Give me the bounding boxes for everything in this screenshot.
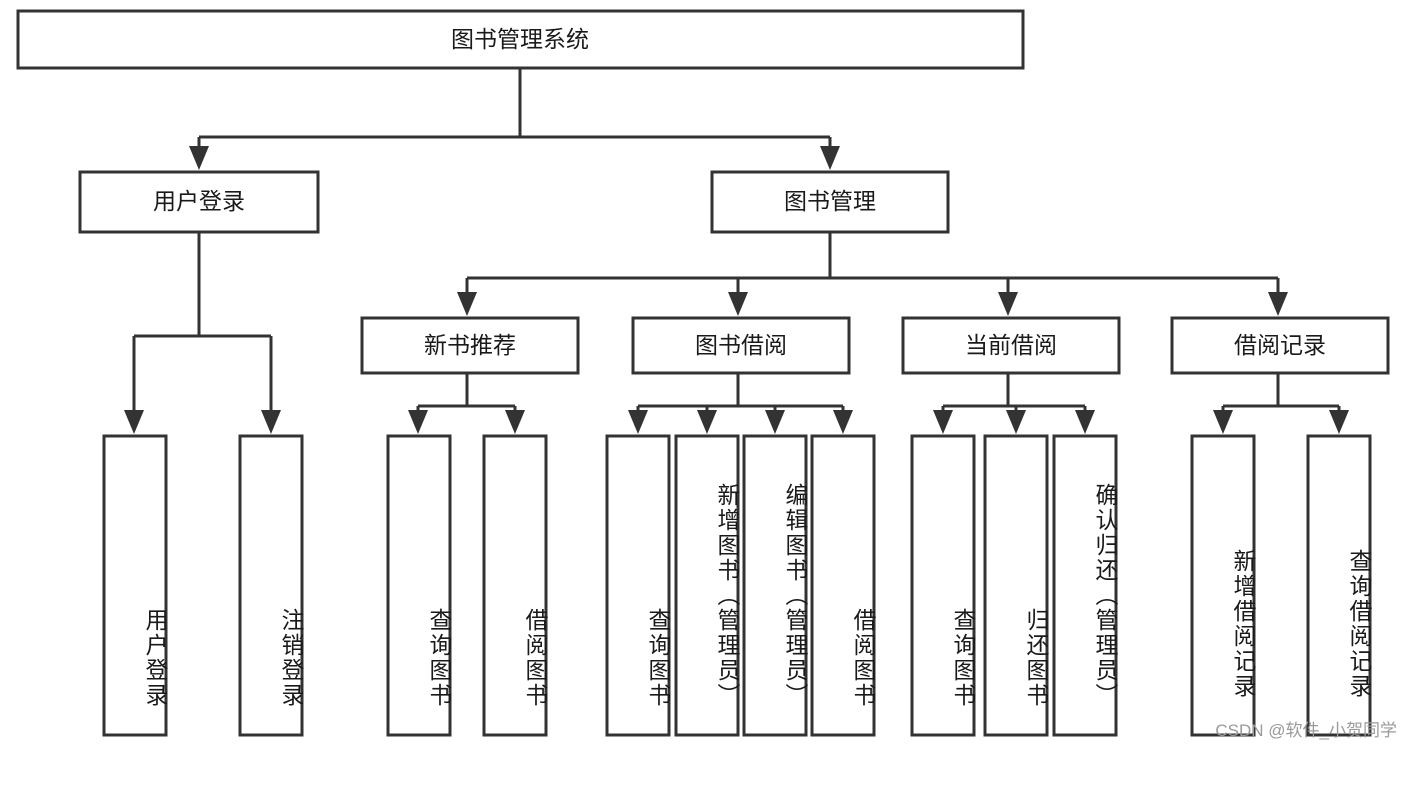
- arrow-borrow-record-leaf-2: [1329, 410, 1349, 434]
- flowchart-svg: 图书管理系统 用户登录 图书管理 新书推荐 图书借阅 当前借阅 借阅记录: [16, 9, 1390, 737]
- node-book-manage-label: 图书管理: [784, 188, 876, 214]
- leaf-box-query-book-3[interactable]: [910, 434, 976, 737]
- arrow-book-borrow-leaf-2: [697, 410, 717, 434]
- arrow-root-to-user-login: [189, 146, 209, 170]
- arrow-book-manage-to-borrow-record: [1268, 292, 1288, 316]
- leaf-box-return-book[interactable]: [983, 434, 1049, 737]
- node-root[interactable]: 图书管理系统: [16, 9, 1025, 70]
- arrow-new-book-recommend-leaf-2: [505, 410, 525, 434]
- leaf-box-edit-book[interactable]: [742, 434, 808, 737]
- node-new-book-recommend-label: 新书推荐: [424, 332, 516, 358]
- arrow-user-login-leaf-2: [261, 410, 281, 434]
- node-current-borrow-box[interactable]: [901, 316, 1121, 375]
- node-book-manage[interactable]: 图书管理: [710, 170, 950, 234]
- leaf-box-query-book-1[interactable]: [386, 434, 452, 737]
- arrow-book-manage-to-new-book-recommend: [457, 292, 477, 316]
- node-book-borrow[interactable]: 图书借阅: [631, 316, 851, 375]
- leaf-box-borrow-book-2[interactable]: [810, 434, 876, 737]
- arrow-root-to-book-manage: [820, 146, 840, 170]
- node-new-book-recommend-box[interactable]: [360, 316, 580, 375]
- arrow-new-book-recommend-leaf-1: [408, 410, 428, 434]
- node-borrow-record-label: 借阅记录: [1234, 332, 1326, 358]
- leaf-box-query-record[interactable]: [1306, 434, 1372, 737]
- node-borrow-record[interactable]: 借阅记录: [1170, 316, 1390, 375]
- arrow-current-borrow-leaf-1: [933, 410, 953, 434]
- arrow-book-manage-to-current-borrow: [998, 292, 1018, 316]
- arrow-book-manage-to-book-borrow: [728, 292, 748, 316]
- node-borrow-record-box[interactable]: [1170, 316, 1390, 375]
- node-user-login-box[interactable]: [78, 170, 320, 234]
- arrow-book-borrow-leaf-3: [765, 410, 785, 434]
- arrow-user-login-leaf-1: [124, 410, 144, 434]
- flowchart-canvas: 图书管理系统 用户登录 图书管理 新书推荐 图书借阅 当前借阅 借阅记录: [16, 9, 1397, 740]
- leaf-box-add-record[interactable]: [1190, 434, 1256, 737]
- leaf-box-add-book[interactable]: [674, 434, 740, 737]
- leaf-box-layer: [102, 434, 1372, 737]
- node-book-manage-box[interactable]: [710, 170, 950, 234]
- leaf-box-user-login[interactable]: [102, 434, 168, 737]
- node-book-borrow-box[interactable]: [631, 316, 851, 375]
- connector-layer: [124, 68, 1349, 434]
- arrow-current-borrow-leaf-3: [1075, 410, 1095, 434]
- node-current-borrow[interactable]: 当前借阅: [901, 316, 1121, 375]
- node-user-login[interactable]: 用户登录: [78, 170, 320, 234]
- arrow-current-borrow-leaf-2: [1006, 410, 1026, 434]
- arrow-book-borrow-leaf-4: [833, 410, 853, 434]
- arrow-book-borrow-leaf-1: [628, 410, 648, 434]
- node-current-borrow-label: 当前借阅: [965, 332, 1057, 358]
- leaf-box-borrow-book-1[interactable]: [482, 434, 548, 737]
- csdn-watermark: CSDN @软件_小贺同学: [1215, 721, 1397, 740]
- node-book-borrow-label: 图书借阅: [695, 332, 787, 358]
- leaf-box-logout[interactable]: [238, 434, 304, 737]
- arrow-borrow-record-leaf-1: [1213, 410, 1233, 434]
- node-root-box[interactable]: [16, 9, 1025, 70]
- node-root-label: 图书管理系统: [451, 26, 589, 52]
- leaf-box-confirm-return[interactable]: [1052, 434, 1118, 737]
- node-user-login-label: 用户登录: [153, 188, 245, 214]
- leaf-box-query-book-2[interactable]: [605, 434, 671, 737]
- node-new-book-recommend[interactable]: 新书推荐: [360, 316, 580, 375]
